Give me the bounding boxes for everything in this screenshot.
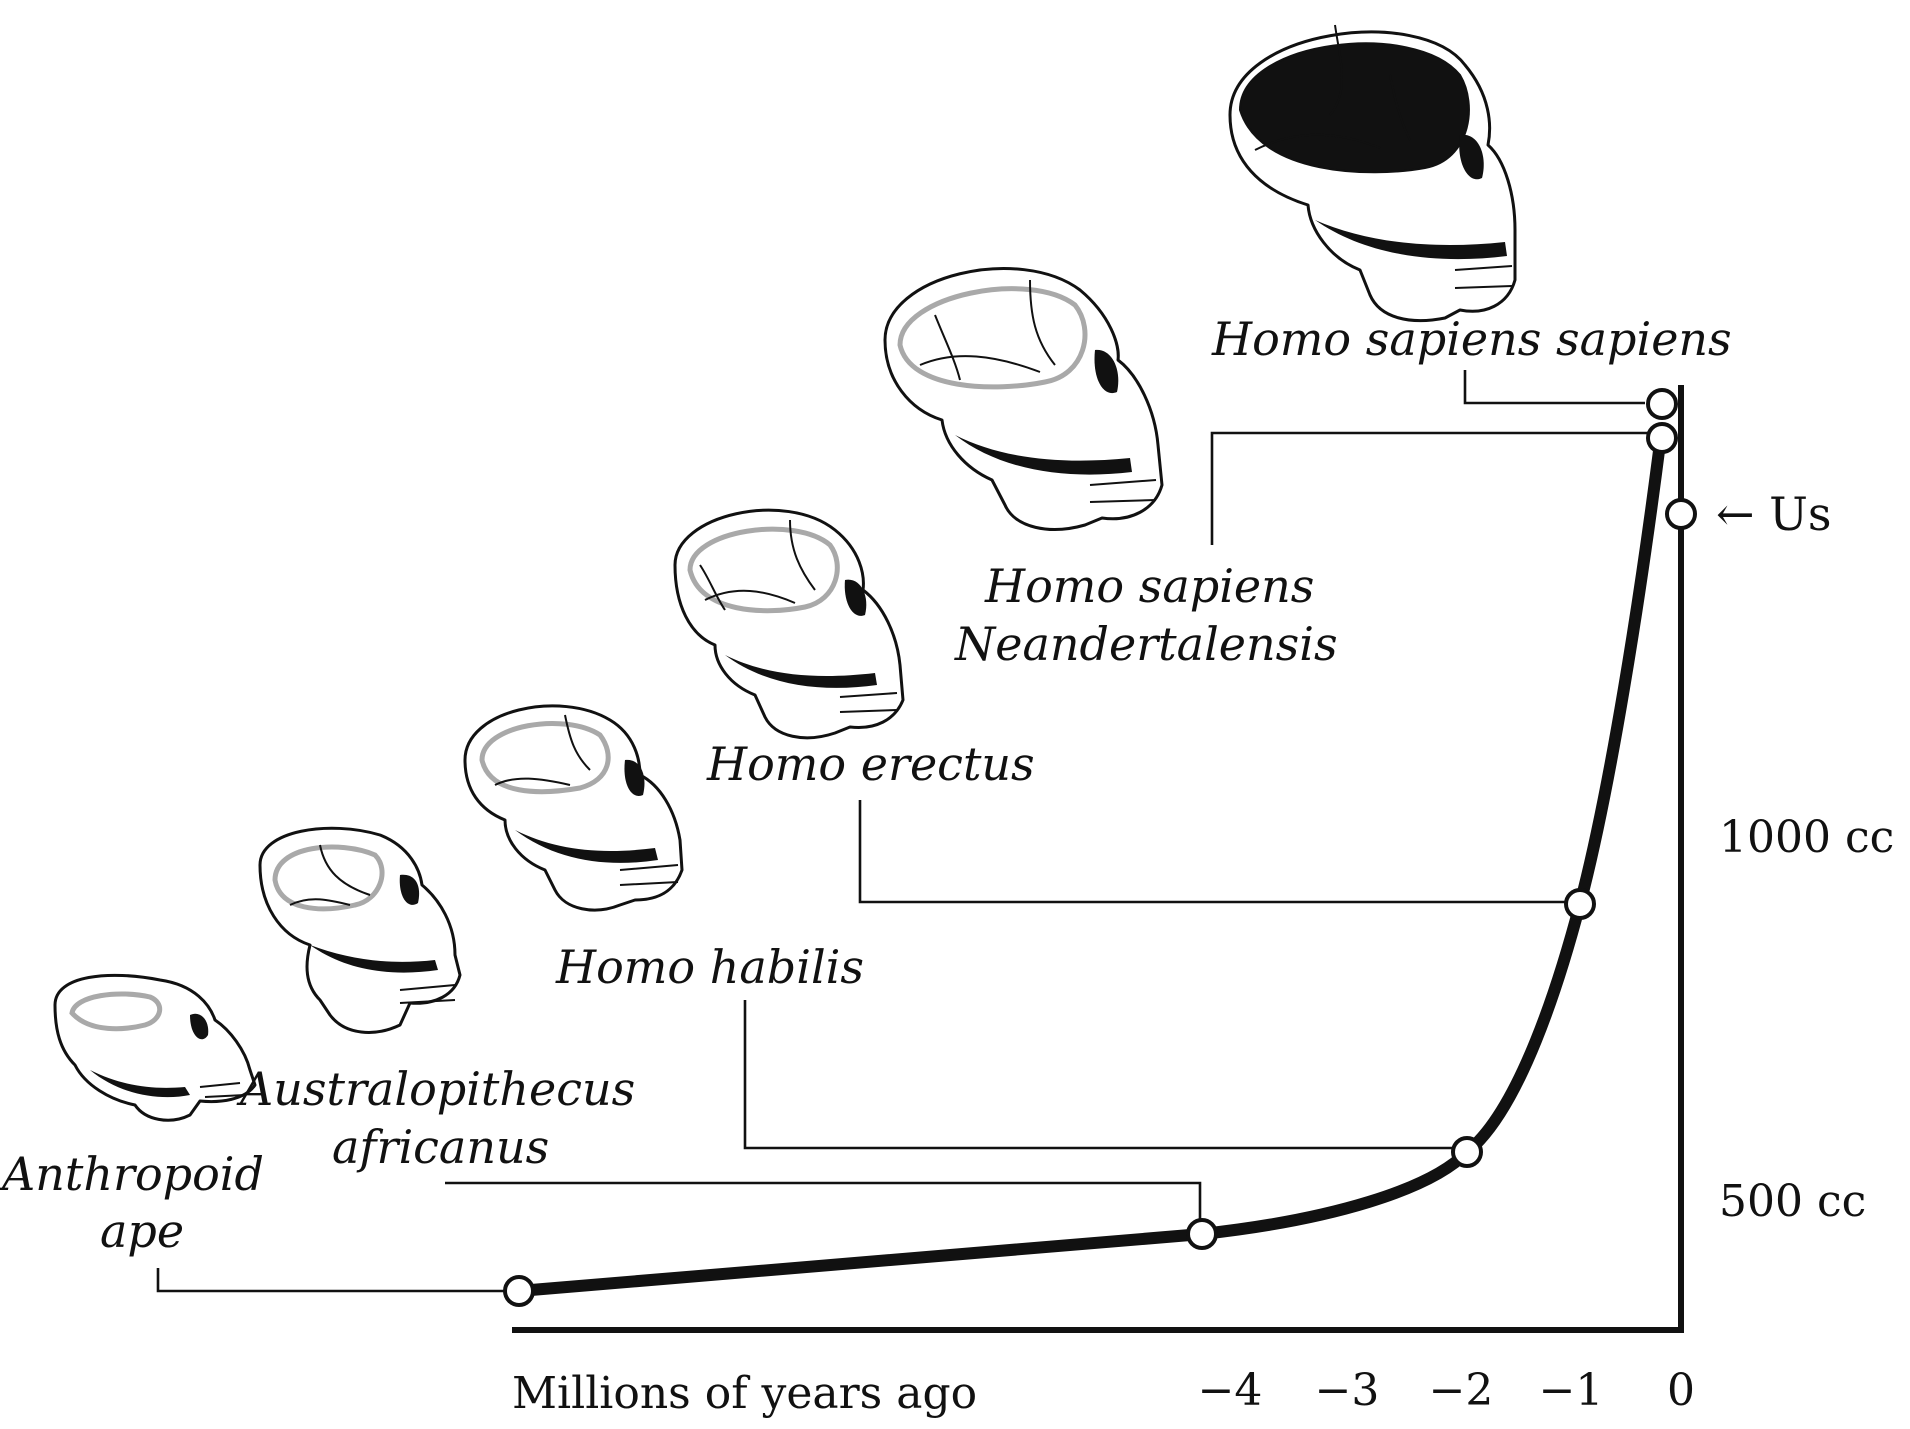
- x-tick-minus3: −3: [1315, 1365, 1380, 1416]
- ape-skull-illustration: [53, 973, 257, 1122]
- label-us: ← Us: [1716, 487, 1832, 541]
- x-tick-minus1: −1: [1539, 1365, 1604, 1416]
- homo-erectus-skull-illustration: [673, 508, 905, 740]
- x-tick-minus4: −4: [1198, 1365, 1263, 1416]
- homo-habilis-skull-illustration: [463, 704, 684, 912]
- x-tick-minus2: −2: [1429, 1365, 1494, 1416]
- label-ape-line1: Anthropoid: [0, 1147, 264, 1201]
- label-habilis: Homo habilis: [555, 940, 864, 994]
- point-australopithecus: [1186, 1218, 1218, 1250]
- point-erectus: [1564, 888, 1596, 920]
- label-sapiens: Homo sapiens sapiens: [1211, 312, 1732, 366]
- leader-ape: [156, 1268, 507, 1293]
- point-neandertal: [1646, 422, 1678, 454]
- homo-sapiens-skull-illustration: [1228, 24, 1517, 323]
- neandertal-skull-illustration: [883, 267, 1164, 531]
- label-neandertal-line1: Homo sapiens: [984, 559, 1314, 613]
- label-erectus: Homo erectus: [706, 737, 1035, 791]
- leader-neandertal: [1210, 431, 1648, 545]
- y-tick-500: 500 cc: [1719, 1176, 1866, 1227]
- x-axis-label: Millions of years ago: [512, 1368, 977, 1419]
- y-tick-1000: 1000 cc: [1719, 812, 1894, 863]
- point-us: [1665, 498, 1697, 530]
- label-australopithecus-line2: africanus: [332, 1120, 549, 1174]
- leader-sapiens: [1463, 370, 1645, 405]
- x-tick-0: 0: [1667, 1365, 1695, 1416]
- leader-erectus: [858, 800, 1565, 904]
- australopithecus-skull-illustration: [258, 826, 462, 1034]
- brain-size-curve: [513, 437, 1666, 1297]
- label-ape-line2: ape: [100, 1204, 184, 1258]
- point-habilis: [1451, 1136, 1483, 1168]
- leader-habilis: [743, 1000, 1452, 1150]
- label-australopithecus-line1: Australopithecus: [236, 1062, 635, 1116]
- leader-australopithecus: [445, 1181, 1202, 1222]
- point-ape: [503, 1275, 535, 1307]
- point-sapiens: [1646, 388, 1678, 420]
- label-neandertal-line2: Neandertalensis: [954, 617, 1338, 671]
